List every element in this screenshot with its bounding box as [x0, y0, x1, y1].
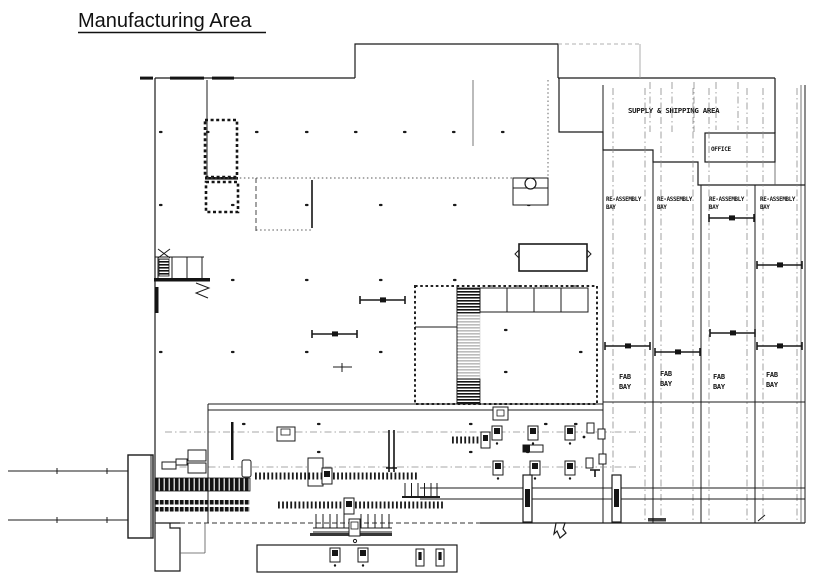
svg-text:BAY: BAY [713, 383, 726, 391]
svg-text:FAB: FAB [660, 370, 672, 378]
fab-bay-label-3: FAB BAY [713, 373, 726, 391]
door-zigzag [194, 282, 211, 299]
storage-racks [154, 449, 251, 512]
notched-table [514, 243, 592, 272]
svg-text:BAY: BAY [606, 205, 616, 211]
svg-text:BAY: BAY [619, 383, 632, 391]
label-supply-shipping-area: SUPPLY & SHIPPING AREA [628, 106, 720, 115]
top-left-interior [203, 80, 549, 232]
fab-bay-label-2: FAB BAY [660, 370, 673, 388]
supply-shipping-boundary [558, 78, 805, 186]
bay-partitions [602, 88, 805, 523]
column-dots [158, 130, 583, 454]
svg-text:RE-ASSEMBLY: RE-ASSEMBLY [709, 197, 745, 203]
left-wall-stalls [154, 248, 211, 313]
svg-text:RE-ASSEMBLY: RE-ASSEMBLY [760, 197, 796, 203]
pointer-arrow [553, 522, 567, 539]
building-outline [140, 43, 806, 524]
reassembly-bay-label-4: RE-ASSEMBLY BAY [760, 197, 796, 211]
svg-text:BAY: BAY [709, 205, 719, 211]
assembly-line-area [231, 406, 607, 544]
svg-text:RE-ASSEMBLY: RE-ASSEMBLY [657, 197, 693, 203]
office: OFFICE [704, 132, 776, 163]
svg-text:BAY: BAY [657, 205, 667, 211]
label-office: OFFICE [711, 146, 732, 153]
machine-with-circle [512, 177, 549, 206]
svg-text:FAB: FAB [713, 373, 725, 381]
bottom-left-room [154, 523, 206, 572]
dock [8, 454, 154, 539]
reassembly-bay-label-3: RE-ASSEMBLY BAY [709, 197, 745, 211]
conveyor-line [420, 474, 805, 523]
svg-text:RE-ASSEMBLY: RE-ASSEMBLY [606, 197, 642, 203]
svg-text:FAB: FAB [766, 371, 778, 379]
supply-shipping-area: SUPPLY & SHIPPING AREA [628, 82, 739, 132]
hatched-equipment [158, 258, 170, 277]
comb-fixtures [310, 483, 440, 544]
fab-bay-labels: FAB BAY FAB BAY FAB BAY FAB BAY [619, 370, 779, 391]
reassembly-bay-label-1: RE-ASSEMBLY BAY [606, 197, 642, 211]
fab-bay-label-1: FAB BAY [619, 373, 632, 391]
svg-text:BAY: BAY [760, 205, 770, 211]
svg-text:BAY: BAY [766, 381, 779, 389]
hall-benches [311, 295, 406, 372]
bottom-annex-room [256, 544, 458, 573]
svg-text:BAY: BAY [660, 380, 673, 388]
reassembly-bay-label-2: RE-ASSEMBLY BAY [657, 197, 693, 211]
x-marker [157, 248, 171, 259]
reassembly-bay-labels: RE-ASSEMBLY BAY RE-ASSEMBLY BAY RE-ASSEM… [606, 197, 796, 211]
fab-bay-label-4: FAB BAY [766, 371, 779, 389]
page-title: Manufacturing Area [78, 10, 266, 34]
svg-text:FAB: FAB [619, 373, 631, 381]
page-title-text: Manufacturing Area [78, 10, 252, 32]
